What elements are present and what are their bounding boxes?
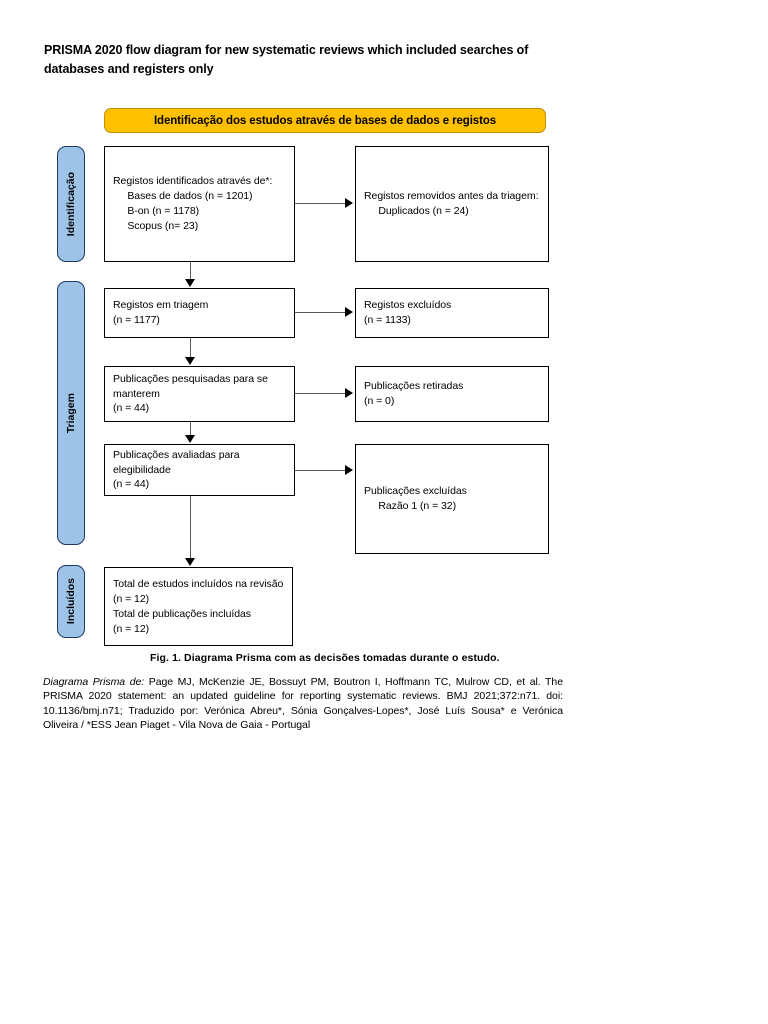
connector-screened-to-sought xyxy=(190,338,192,358)
stage-tab-triagem: Triagem xyxy=(57,281,85,545)
box-records-excluded: Registos excluídos (n = 1133) xyxy=(355,288,549,338)
stage-tab-incluidos-label: Incluídos xyxy=(65,578,77,625)
identification-banner: Identificação dos estudos através de bas… xyxy=(104,108,546,133)
connector-assessed-to-excluded xyxy=(295,470,347,472)
box-records-identified: Registos identificados através de*: Base… xyxy=(104,146,295,262)
box-reports-excluded-text: Publicações excluídas Razão 1 (n = 32) xyxy=(364,485,467,512)
arrowhead-screened-to-sought xyxy=(185,357,195,365)
box-reports-assessed-text: Publicações avaliadas para elegibilidade… xyxy=(113,448,240,491)
connector-sought-to-retracted xyxy=(295,393,347,395)
box-reports-excluded: Publicações excluídas Razão 1 (n = 32) xyxy=(355,444,549,554)
box-records-screened: Registos em triagem (n = 1177) xyxy=(104,288,295,338)
box-studies-included-text: Total de estudos incluídos na revisão (n… xyxy=(113,578,284,635)
stage-tab-identificacao: Identificação xyxy=(57,146,85,262)
box-reports-sought: Publicações pesquisadas para se manterem… xyxy=(104,366,295,422)
arrowhead-sought-to-retracted xyxy=(345,388,353,398)
box-records-removed-text: Registos removidos antes da triagem: Dup… xyxy=(364,190,539,217)
box-reports-retracted-text: Publicações retiradas (n = 0) xyxy=(364,380,464,407)
connector-sought-to-assessed xyxy=(190,422,192,436)
arrowhead-sought-to-assessed xyxy=(185,435,195,443)
box-records-removed: Registos removidos antes da triagem: Dup… xyxy=(355,146,549,262)
connector-identified-to-screened xyxy=(190,262,192,280)
identification-banner-label: Identificação dos estudos através de bas… xyxy=(153,114,497,127)
box-reports-assessed: Publicações avaliadas para elegibilidade… xyxy=(104,444,295,496)
source-citation: Diagrama Prisma de: Page MJ, McKenzie JE… xyxy=(43,675,563,733)
stage-tab-triagem-label: Triagem xyxy=(65,392,77,434)
page-title: PRISMA 2020 flow diagram for new systema… xyxy=(44,43,529,77)
box-records-identified-text: Registos identificados através de*: Base… xyxy=(113,175,273,232)
box-reports-sought-text: Publicações pesquisadas para se manterem… xyxy=(113,372,268,415)
figure-caption: Fig. 1. Diagrama Prisma com as decisões … xyxy=(150,652,500,664)
arrowhead-assessed-to-excluded xyxy=(345,465,353,475)
arrowhead-screened-to-excluded xyxy=(345,307,353,317)
arrowhead-assessed-to-included xyxy=(185,558,195,566)
arrowhead-identified-to-screened xyxy=(185,279,195,287)
stage-tab-identificacao-label: Identificação xyxy=(65,171,77,237)
source-citation-body: Page MJ, McKenzie JE, Bossuyt PM, Boutro… xyxy=(43,676,563,732)
box-records-excluded-text: Registos excluídos (n = 1133) xyxy=(364,299,452,326)
connector-assessed-to-included xyxy=(190,496,192,559)
box-studies-included: Total de estudos incluídos na revisão (n… xyxy=(104,567,293,646)
source-citation-lead: Diagrama Prisma de: xyxy=(43,676,145,688)
arrowhead-identified-to-removed xyxy=(345,198,353,208)
box-records-screened-text: Registos em triagem (n = 1177) xyxy=(113,299,209,326)
stage-tab-incluidos: Incluídos xyxy=(57,565,85,638)
prisma-flow-diagram: Identificação dos estudos através de bas… xyxy=(57,108,549,646)
connector-screened-to-excluded xyxy=(295,312,347,314)
connector-identified-to-removed xyxy=(295,203,347,205)
box-reports-retracted: Publicações retiradas (n = 0) xyxy=(355,366,549,422)
